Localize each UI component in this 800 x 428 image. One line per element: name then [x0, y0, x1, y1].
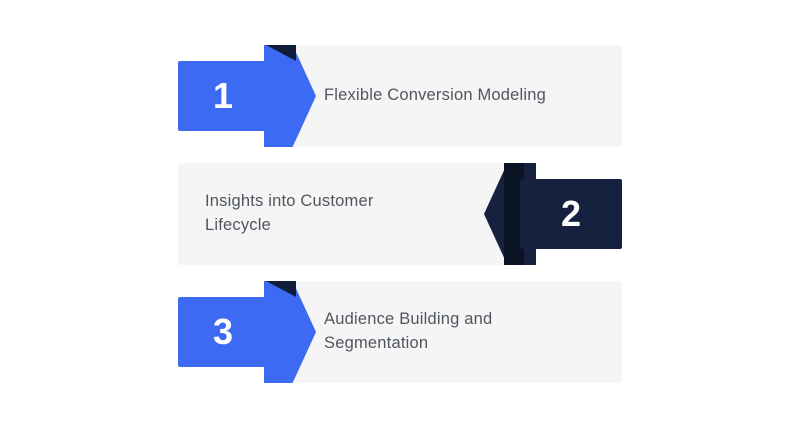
step-bar: Insights into Customer Lifecycle: [178, 163, 504, 265]
step-number-box: 3: [178, 297, 268, 367]
step-row-2: Insights into Customer Lifecycle 2: [0, 163, 800, 265]
step-bar: Flexible Conversion Modeling: [296, 45, 622, 147]
step-number-box: 2: [520, 179, 622, 249]
step-number: 1: [212, 75, 234, 116]
step-row-3: Audience Building and Segmentation 3: [0, 281, 800, 383]
step-number: 3: [212, 311, 234, 352]
step-label: Flexible Conversion Modeling: [324, 86, 547, 105]
step-label: Audience Building and Segmentation: [324, 310, 493, 352]
step-number: 2: [560, 193, 582, 234]
step-bar: Audience Building and Segmentation: [296, 281, 622, 383]
ribbon-fold: [504, 163, 524, 265]
step-number-box: 1: [178, 61, 268, 131]
step-label: Insights into Customer Lifecycle: [205, 192, 374, 234]
step-row-1: Flexible Conversion Modeling 1: [0, 45, 800, 147]
